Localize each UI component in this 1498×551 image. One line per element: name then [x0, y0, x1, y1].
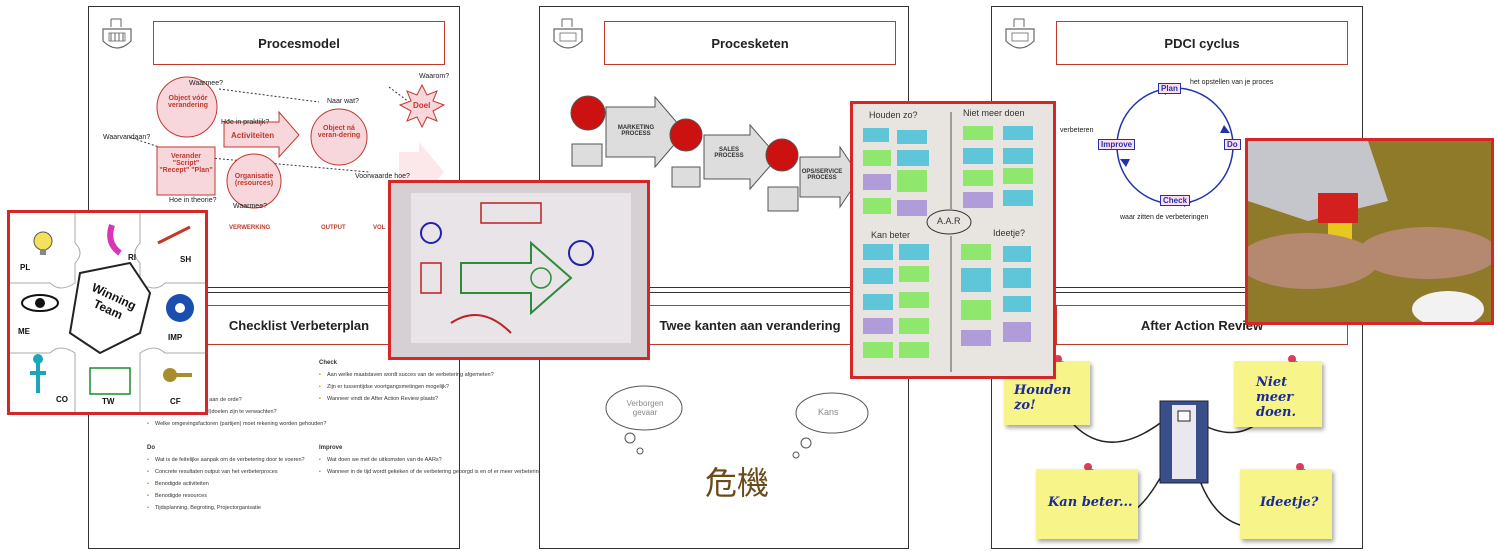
label-activiteiten: Activiteiten: [231, 131, 275, 140]
whiteboard-col1: Houden zo?: [869, 110, 918, 120]
q-waarwat: Naar wat?: [327, 98, 359, 105]
puzzle-label-me: ME: [18, 327, 30, 336]
crest-logo-icon: [553, 18, 583, 49]
q-hoe-praktijk: Hoe in praktijk?: [221, 119, 270, 126]
procesketen-diagram: [570, 95, 861, 212]
whiteboard-center: A.A.R: [937, 216, 961, 226]
q-waarmee-top: Waarmee?: [189, 80, 223, 87]
pushpin-icon: [1084, 463, 1094, 470]
puzzle-label-imp: IMP: [168, 333, 183, 342]
puzzle-label-ri: RI: [128, 253, 136, 262]
pushpin-icon: [1296, 463, 1306, 470]
slide-title: Procesketen: [604, 21, 896, 65]
aar-connectors: [1073, 400, 1259, 526]
slide-title: Procesmodel: [153, 21, 445, 65]
list-item: Concrete resultaten output van het verbe…: [147, 469, 305, 475]
puzzle-label-cf: CF: [170, 397, 181, 406]
pdci-check: Check: [1160, 195, 1191, 206]
checklist-do-list: Wat is de feitelijke aanpak om de verbet…: [147, 457, 305, 517]
bubble-verborgen-gevaar: Verborgen gevaar: [626, 399, 664, 417]
label-sales-process: SALES PROCESS: [714, 147, 744, 159]
kanji-crisis: 危機: [705, 464, 770, 502]
crest-logo-icon: [1005, 18, 1035, 49]
pdci-improve-desc: verbeteren: [1060, 127, 1094, 134]
label-organisatie: Organisatie (resources): [234, 173, 274, 187]
q-waarvandaan: Waarvandaan?: [103, 134, 151, 141]
list-item: Wanneer in de tijd wordt gekeken of de v…: [319, 469, 576, 475]
label-doel: Doel: [413, 101, 431, 110]
label-verwerking: VERWERKING: [229, 225, 271, 231]
slide-procesketen: Procesketen MARKETING PROCESS SALES PROC…: [539, 6, 909, 288]
hands-lego-scene: [1248, 141, 1491, 322]
label-verander-script: Verander "Script" "Recept" "Plan": [159, 153, 213, 174]
list-item: Wat is de feitelijke aanpak om de verbet…: [147, 457, 305, 463]
pdci-plan-desc: het opstellen van je proces: [1190, 79, 1274, 86]
puzzle-label-sh: SH: [180, 255, 192, 264]
list-item: Welke omgevingsfactoren (partijen) moet …: [147, 421, 326, 427]
list-item: Wanneer vindt de After Action Review pla…: [319, 396, 494, 402]
slide-title: PDCI cyclus: [1056, 21, 1348, 65]
whiteboard-col2: Niet meer doen: [963, 108, 1025, 118]
q-voorwaarde: Voorwaarde hoe?: [355, 173, 410, 180]
crest-logo-icon: [102, 18, 132, 49]
flipchart-sketch: [411, 193, 631, 343]
aar-note-ideetje: Ideetje?: [1240, 469, 1332, 539]
whiteboard-col4: Ideetje?: [993, 228, 1026, 238]
puzzle-label-tw: TW: [102, 397, 115, 406]
q-waarom: Waarom?: [419, 73, 450, 80]
label-vol: VOL: [373, 225, 386, 231]
aar-note-niet-meer-doen: Niet meer doen.: [1234, 361, 1322, 427]
whiteboard-photo: Houden zo? Niet meer doen A.A.R Kan bete…: [850, 101, 1056, 379]
list-item: Aan welke maatstaven wordt succes van de…: [319, 372, 494, 378]
pdci-improve: Improve: [1098, 139, 1136, 150]
pushpin-icon: [1054, 355, 1064, 362]
checklist-improve-heading: Improve: [319, 445, 343, 451]
pdci-do: Do: [1224, 139, 1241, 150]
pdci-plan: Plan: [1158, 83, 1181, 94]
list-item: Benodigde activiteiten: [147, 481, 305, 487]
checklist-check-list: Aan welke maatstaven wordt succes van de…: [319, 372, 494, 408]
checklist-check-heading: Check: [319, 360, 338, 366]
procesmodel-diagram: [128, 76, 446, 209]
whiteboard-col3: Kan beter: [871, 230, 911, 240]
checklist-improve-list: Wat doen we met de uitkomsten van de AAR…: [319, 457, 576, 481]
winning-team-puzzle-image: PL RI SH ME IMP CO TW CF Winning Team: [7, 210, 208, 415]
bubble-kans: Kans: [818, 407, 839, 417]
puzzle-graphic: [10, 213, 205, 412]
list-item: Benodigde resources: [147, 493, 305, 499]
puzzle-label-co: CO: [56, 395, 68, 404]
q-hoe-theorie: Hoe in theorie?: [169, 197, 217, 204]
label-ops-process: OPS/SERVICE PROCESS: [801, 169, 843, 181]
list-item: Tijdsplanning, Begroting, Projectorganis…: [147, 505, 305, 511]
flipchart-photo: [388, 180, 650, 360]
label-object-na: Object ná veran-dering: [317, 125, 361, 139]
list-item: Wat doen we met de uitkomsten van de AAR…: [319, 457, 576, 463]
thought-bubbles: [605, 385, 869, 459]
pushpin-icon: [1288, 355, 1298, 362]
hands-lego-photo: [1245, 138, 1494, 325]
aar-note-kan-beter: Kan beter...: [1036, 469, 1138, 539]
list-item: Zijn er tussentijdse voortgangsmetingen …: [319, 384, 494, 390]
pdci-check-desc: waar zitten de verbeteringen: [1120, 214, 1209, 221]
label-marketing-process: MARKETING PROCESS: [617, 125, 655, 137]
label-object-voor: Object vóór verandering: [167, 95, 209, 109]
q-waarmee-bottom: Waarmee?: [233, 203, 267, 210]
slide-title: Twee kanten aan verandering: [604, 305, 896, 345]
checklist-do-heading: Do: [147, 445, 155, 451]
label-output: OUTPUT: [321, 225, 346, 231]
puzzle-label-pl: PL: [20, 263, 31, 272]
whiteboard-notes: [863, 112, 1033, 372]
